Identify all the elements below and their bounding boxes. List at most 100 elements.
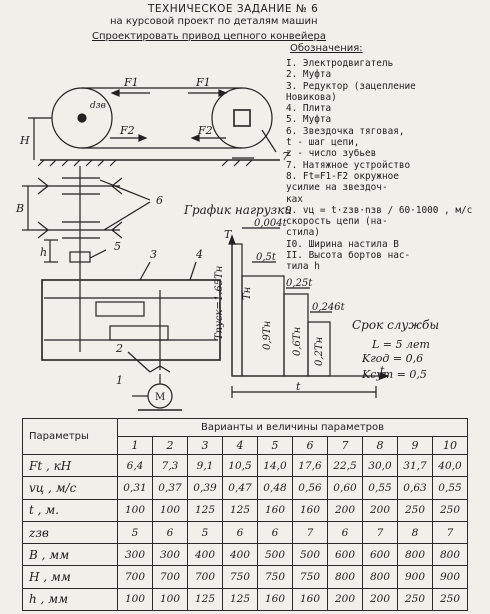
param-value: 800 [362,565,398,589]
param-value: 14,0 [257,453,293,478]
param-value: 7 [292,520,328,545]
param-value: 5 [117,520,153,545]
param-value: 40,0 [432,453,468,478]
legend-item: стила) [286,227,320,239]
param-value: 0,48 [257,476,293,500]
param-value: 750 [292,565,328,589]
param-value: 600 [327,543,363,567]
param-value: 900 [432,565,468,589]
param-value: 750 [257,565,293,589]
param-name: Ft , кН [22,453,118,478]
param-value: 200 [362,498,398,522]
load-duration-4: 0,246t [312,302,346,313]
variant-number: 8 [362,436,398,455]
param-value: 500 [292,543,328,567]
legend-heading: Обозначения: [290,43,363,54]
param-value: 100 [152,498,188,522]
service-ksut: Kсут = 0,5 [362,368,427,381]
variant-number: 9 [397,436,433,455]
load-duration-3: 0,25t [286,278,313,289]
legend-item: Новикова) [286,91,337,103]
param-value: 600 [362,543,398,567]
param-value: 5 [187,520,223,545]
load-graph-tpusk: Tпуск=1.65Tн [214,266,225,340]
param-value: 160 [292,498,328,522]
table-row: h , мм 100 100 125 125 160 160 200 200 2… [22,587,468,612]
load-graph-span: t [296,380,301,393]
force-f1-right-label: F1 [195,76,211,89]
param-value: 0,55 [362,476,398,500]
param-value: 250 [397,498,433,522]
param-value: 31,7 [397,453,433,478]
param-value: 0,55 [432,476,468,500]
variant-number: 6 [292,436,328,455]
legend-item: 5. Муфта [286,114,332,126]
service-life-years: L = 5 лет [372,338,430,351]
task-statement: Спроектировать привод цепного конвейера [92,31,326,42]
legend-item: 6. Звездочка тяговая, [286,125,405,137]
param-value: 400 [187,543,223,567]
load-level-2: 0,9Tн [262,321,273,350]
param-value: 125 [222,587,258,612]
height-H-label: H [19,134,30,147]
param-value: 17,6 [292,453,328,478]
param-value: 200 [327,587,363,612]
legend-item: 7. Натяжное устройство [286,159,411,171]
param-value: 200 [327,498,363,522]
param-name: h , мм [22,587,118,612]
variant-number: 3 [187,436,223,455]
param-value: 100 [117,587,153,612]
param-column-header: Параметры [22,418,118,455]
param-value: 9,1 [187,453,223,478]
legend-item: 8. Ft=F1-F2 окружное [286,170,399,182]
variant-number: 4 [222,436,258,455]
variant-number: 1 [117,436,153,455]
param-value: 160 [257,587,293,612]
table-row: B , мм 300 300 400 400 500 500 600 600 8… [22,543,468,567]
table-header-row: Параметры Варианты и величины параметров [22,418,468,455]
param-value: 125 [187,587,223,612]
load-level-3: 0,6Tн [292,327,303,356]
param-value: 300 [117,543,153,567]
param-value: 6 [152,520,188,545]
load-graph-title: График нагрузки [183,203,292,217]
param-value: 0,56 [292,476,328,500]
force-f1-label: F1 [123,76,139,89]
legend-item: усилие на звездоч- [286,182,388,194]
param-value: 100 [152,587,188,612]
param-value: 0,47 [222,476,258,500]
legend-item: t - шаг цепи, [286,137,360,149]
variants-header: Варианты и величины параметров [117,418,468,437]
param-value: 250 [432,587,468,612]
param-value: 8 [397,520,433,545]
param-value: 30,0 [362,453,398,478]
legend-item: I. Электродвигатель [286,58,394,69]
param-value: 7 [362,520,398,545]
legend-item: 2. Муфта [286,69,332,81]
param-value: 700 [117,565,153,589]
param-value: 800 [397,543,433,567]
param-value: 160 [257,498,293,522]
param-value: 10,5 [222,453,258,478]
load-level-1: Tн [242,287,253,300]
param-value: 700 [187,565,223,589]
param-value: 750 [222,565,258,589]
param-value: 100 [117,498,153,522]
sprocket-diameter-label: dзв [90,101,106,111]
force-f2-label: F2 [119,124,135,137]
legend-item: ках [286,193,303,205]
motor-label: M [155,392,165,403]
service-kgod: Kгод = 0,6 [362,352,424,365]
variant-number: 5 [257,436,293,455]
legend-list: I. Электродвигатель 2. Муфта 3. Редуктор… [286,58,472,273]
param-value: 800 [432,543,468,567]
height-h-label: h [40,246,47,259]
legend-item: 9. vц = t·zзв·nзв / 60·1000 , м/с [286,204,473,216]
parameters-table: Параметры Варианты и величины параметров… [22,418,468,612]
param-name: vц , м/с [22,476,118,500]
load-level-4: 0,2Tн [314,337,325,366]
load-graph-x-axis: t [380,364,385,377]
table-row: zзв 5 6 5 6 6 7 6 7 8 7 [22,520,468,545]
param-value: 125 [187,498,223,522]
